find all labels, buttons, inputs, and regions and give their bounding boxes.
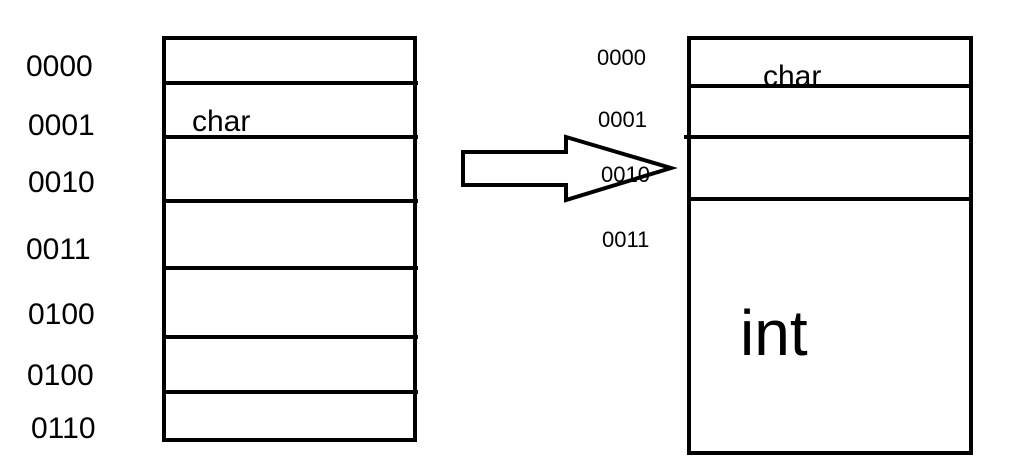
- transform-arrow-icon: [461, 134, 678, 203]
- right-memory-block: char int: [684, 36, 973, 455]
- left-address-label: 0011: [26, 233, 91, 266]
- left-char-label: char: [192, 105, 250, 138]
- right-memory-outline: [687, 36, 973, 455]
- left-address-label: 0000: [26, 50, 93, 83]
- right-address-label: 0000: [597, 45, 646, 70]
- right-address-label: 0010: [601, 162, 650, 187]
- left-address-label: 0110: [31, 412, 96, 445]
- left-memory-outline: [162, 36, 417, 442]
- right-char-label: char: [763, 60, 821, 93]
- left-address-label: 0010: [28, 166, 95, 199]
- left-address-column: 0000 0001 0010 0011 0100 0100 0110: [26, 50, 96, 445]
- left-address-label: 0100: [27, 359, 94, 392]
- left-address-label: 0100: [28, 298, 95, 331]
- right-int-label: int: [740, 297, 808, 369]
- left-address-label: 0001: [28, 109, 95, 142]
- right-address-label: 0001: [598, 107, 647, 132]
- right-address-label: 0011: [602, 227, 649, 252]
- right-address-column: 0000 0001 0010 0011: [597, 45, 650, 252]
- left-memory-block: char: [162, 36, 418, 442]
